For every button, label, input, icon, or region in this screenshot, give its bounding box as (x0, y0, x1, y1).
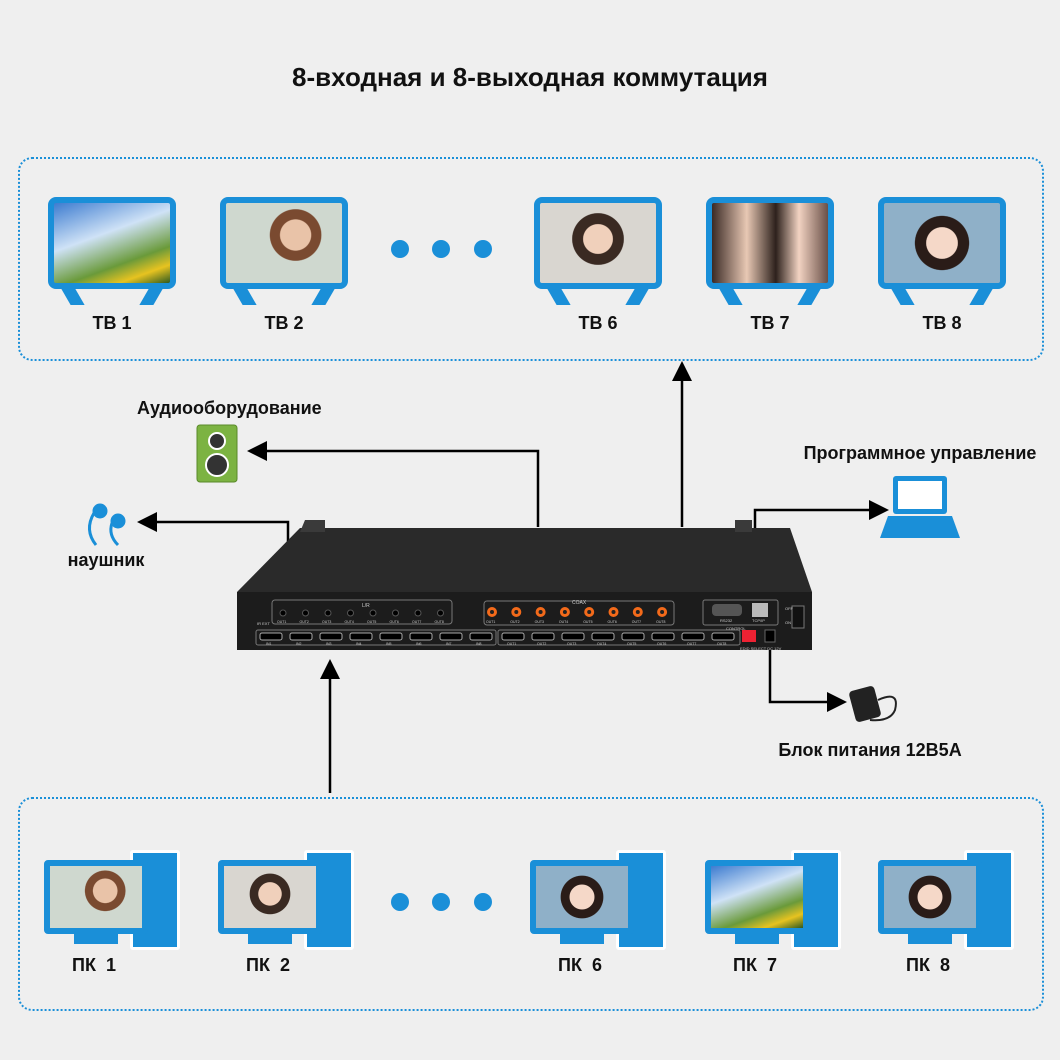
monitor-screen (44, 860, 148, 934)
svg-text:OUT8: OUT8 (656, 620, 665, 624)
pc-2 (530, 850, 666, 950)
headphone-label: наушник (67, 550, 145, 570)
power-adapter-icon (849, 686, 897, 722)
monitor-screen (530, 860, 634, 934)
tv-screen (48, 197, 176, 289)
svg-text:IN6: IN6 (416, 642, 422, 646)
tv-3 (706, 197, 834, 307)
svg-text:L/R: L/R (362, 603, 370, 609)
pc-group (18, 797, 1044, 1011)
tv-label: ТВ 8 (922, 313, 962, 333)
svg-text:EDID SELECT DC 12V: EDID SELECT DC 12V (740, 646, 782, 651)
arrow-audio (247, 441, 540, 527)
arrow-power (768, 650, 847, 712)
svg-text:IN3: IN3 (326, 642, 332, 646)
headphone-icon (88, 503, 126, 547)
svg-text:OUT3: OUT3 (322, 620, 331, 624)
svg-text:OUT8: OUT8 (435, 620, 444, 624)
svg-text:OUT2: OUT2 (300, 620, 309, 624)
tv-screen (878, 197, 1006, 289)
svg-text:TCP/IP: TCP/IP (752, 618, 765, 623)
svg-text:OUT7: OUT7 (687, 642, 696, 646)
svg-text:OUT1: OUT1 (277, 620, 286, 624)
svg-text:ON: ON (785, 620, 791, 625)
page-title: 8-входная и 8-выходная коммутация (292, 62, 768, 92)
svg-text:OUT2: OUT2 (537, 642, 546, 646)
svg-text:OFF: OFF (785, 606, 794, 611)
tv-label: ТВ 1 (92, 313, 132, 333)
svg-text:IN2: IN2 (296, 642, 302, 646)
ellipsis-dot (432, 240, 450, 258)
svg-text:OUT6: OUT6 (608, 620, 617, 624)
tv-screen (706, 197, 834, 289)
svg-text:OUT3: OUT3 (535, 620, 544, 624)
svg-text:RS232: RS232 (720, 618, 733, 623)
tv-screen (220, 197, 348, 289)
monitor-screen (878, 860, 982, 934)
tv-screen (534, 197, 662, 289)
tv-label: ТВ 6 (578, 313, 618, 333)
tv-1 (220, 197, 348, 307)
pc-label: ПК 8 (906, 955, 950, 975)
svg-text:OUT5: OUT5 (627, 642, 636, 646)
pc-4 (878, 850, 1014, 950)
laptop-icon (880, 476, 960, 538)
svg-text:OUT7: OUT7 (632, 620, 641, 624)
tv-group (18, 157, 1044, 361)
pc-label: ПК 6 (558, 955, 602, 975)
pc-3 (705, 850, 841, 950)
pc-label: ПК 2 (246, 955, 290, 975)
tv-2 (534, 197, 662, 307)
svg-text:IN1: IN1 (266, 642, 272, 646)
svg-text:OUT7: OUT7 (412, 620, 421, 624)
svg-text:OUT6: OUT6 (390, 620, 399, 624)
svg-text:COAX: COAX (572, 600, 587, 606)
svg-text:OUT1: OUT1 (507, 642, 516, 646)
monitor-screen (705, 860, 809, 934)
svg-text:IN8: IN8 (476, 642, 482, 646)
svg-text:OUT5: OUT5 (367, 620, 376, 624)
pc-label: ПК 7 (733, 955, 777, 975)
monitor-screen (218, 860, 322, 934)
svg-text:OUT5: OUT5 (583, 620, 592, 624)
svg-text:OUT1: OUT1 (486, 620, 495, 624)
ellipsis-dot (391, 893, 409, 911)
svg-text:OUT2: OUT2 (510, 620, 519, 624)
svg-text:OUT4: OUT4 (345, 620, 354, 624)
tv-0 (48, 197, 176, 307)
pc-0 (44, 850, 180, 950)
svg-text:IN5: IN5 (386, 642, 392, 646)
svg-text:IR EXT: IR EXT (257, 621, 270, 626)
tv-4 (878, 197, 1006, 307)
svg-text:IN7: IN7 (446, 642, 452, 646)
ellipsis-dot (474, 240, 492, 258)
svg-text:OUT3: OUT3 (567, 642, 576, 646)
svg-text:OUT4: OUT4 (559, 620, 568, 624)
svg-text:OUT8: OUT8 (717, 642, 726, 646)
pc-1 (218, 850, 354, 950)
svg-text:OUT4: OUT4 (597, 642, 606, 646)
audio-label: Аудиооборудование (137, 398, 322, 418)
svg-text:CONTROL: CONTROL (726, 626, 746, 631)
ellipsis-dot (432, 893, 450, 911)
software-label: Программное управление (803, 443, 1037, 463)
ellipsis-dot (391, 240, 409, 258)
svg-text:OUT6: OUT6 (657, 642, 666, 646)
tv-label: ТВ 7 (750, 313, 790, 333)
svg-text:IN4: IN4 (356, 642, 362, 646)
speaker-icon (196, 424, 238, 483)
power-label: Блок питания 12В5А (778, 740, 962, 760)
ellipsis-dot (474, 893, 492, 911)
pc-label: ПК 1 (72, 955, 116, 975)
tv-label: ТВ 2 (264, 313, 304, 333)
